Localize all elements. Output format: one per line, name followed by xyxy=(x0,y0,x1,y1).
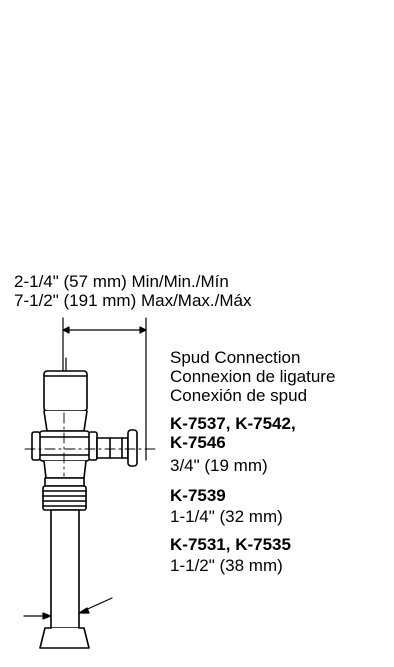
spud-title-fr: Connexion de ligature xyxy=(170,367,336,386)
model-group-2-size: 1-1/4" (32 mm) xyxy=(170,507,283,526)
min-width-label: 2-1/4" (57 mm) Min/Min./Mín xyxy=(14,272,229,291)
spud-title-es: Conexión de spud xyxy=(170,386,308,405)
model-group-1-line1: K-7537, K-7542, xyxy=(170,414,296,433)
model-group-1-line2: K-7546 xyxy=(170,433,226,452)
lower-valve xyxy=(42,460,87,511)
model-group-1-size: 3/4" (19 mm) xyxy=(170,456,268,475)
model-group-3-size: 1-1/2" (38 mm) xyxy=(170,556,283,575)
max-width-label: 7-1/2" (191 mm) Max/Max./Máx xyxy=(14,291,252,310)
model-group-2-models: K-7539 xyxy=(170,486,226,505)
tube-diameter-dimension xyxy=(23,597,113,620)
flush-tube xyxy=(39,509,90,649)
spud-coupling xyxy=(96,429,147,467)
center-lines xyxy=(24,412,157,477)
model-group-3-models: K-7531, K-7535 xyxy=(170,535,291,554)
dimension-lines xyxy=(62,317,147,439)
valve-body xyxy=(31,370,98,462)
spud-title-en: Spud Connection xyxy=(170,348,301,367)
